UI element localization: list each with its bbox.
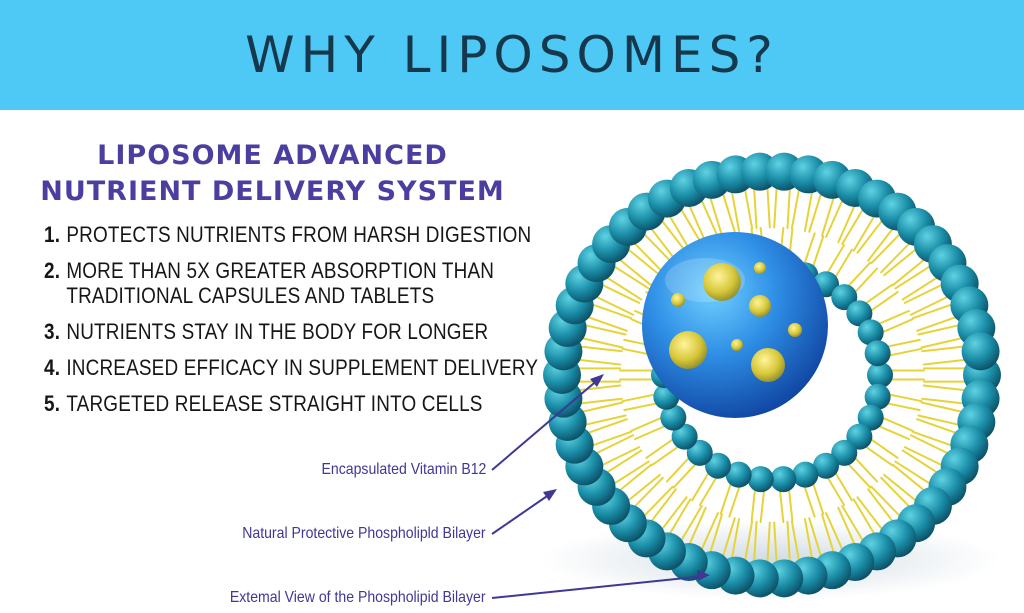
subtitle-line-1: LIPOSOME ADVANCED bbox=[97, 140, 448, 171]
benefit-item-1: 1. PROTECTS NUTRIENTS FROM HARSH DIGESTI… bbox=[44, 222, 543, 247]
benefit-item-3: 3. NUTRIENTS STAY IN THE BODY FOR LONGER bbox=[44, 319, 543, 344]
phospholipid-head bbox=[961, 332, 1000, 371]
phospholipid-head bbox=[846, 300, 873, 327]
benefit-number: 3. bbox=[44, 319, 61, 344]
vitamin-dot bbox=[754, 262, 766, 274]
arrow-vitamin bbox=[491, 377, 601, 471]
benefit-text: PROTECTS NUTRIENTS FROM HARSH DIGESTION bbox=[66, 222, 532, 247]
phospholipid-head bbox=[792, 461, 819, 488]
arrow-external bbox=[491, 575, 706, 599]
benefit-text: TARGETED RELEASE STRAIGHT INTO CELLS bbox=[66, 391, 483, 416]
phospholipid-head bbox=[864, 340, 891, 367]
vitamin-dot bbox=[669, 331, 707, 369]
benefit-item-4: 4. INCREASED EFFICACY IN SUPPLEMENT DELI… bbox=[44, 355, 543, 380]
phospholipid-head bbox=[831, 439, 858, 466]
benefit-text-line-2: TRADITIONAL CAPSULES AND TABLETS bbox=[66, 283, 435, 308]
page-title: WHY LIPOSOMES? bbox=[245, 26, 779, 84]
vitamin-dot bbox=[731, 339, 743, 351]
arrowhead-external bbox=[697, 570, 710, 581]
arrow-bilayer bbox=[491, 491, 554, 535]
benefit-list: 1. PROTECTS NUTRIENTS FROM HARSH DIGESTI… bbox=[44, 222, 544, 427]
vitamin-dot bbox=[749, 295, 771, 317]
vitamin-dot bbox=[703, 263, 741, 301]
phospholipid-head bbox=[686, 439, 713, 466]
vitamin-dot bbox=[788, 323, 802, 337]
phospholipid-head bbox=[705, 452, 731, 479]
benefit-text: MORE THAN 5X GREATER ABSORPTION THAN TRA… bbox=[66, 258, 494, 308]
benefit-item-5: 5. TARGETED RELEASE STRAIGHT INTO CELLS bbox=[44, 391, 543, 416]
subtitle: LIPOSOME ADVANCED NUTRIENT DELIVERY SYST… bbox=[20, 138, 525, 210]
benefit-text: NUTRIENTS STAY IN THE BODY FOR LONGER bbox=[66, 319, 489, 344]
benefit-text-line-1: MORE THAN 5X GREATER ABSORPTION THAN bbox=[66, 258, 495, 283]
vitamin-dot bbox=[671, 293, 685, 307]
label-protective-bilayer: Natural Protective Phospholipld Bilayer bbox=[242, 525, 486, 542]
benefit-number: 2. bbox=[44, 258, 61, 283]
vitamin-dot bbox=[751, 348, 785, 382]
benefit-number: 1. bbox=[44, 222, 61, 247]
benefit-text: INCREASED EFFICACY IN SUPPLEMENT DELIVER… bbox=[66, 355, 539, 380]
phospholipid-head bbox=[846, 423, 873, 450]
phospholipid-head bbox=[857, 319, 884, 346]
phospholipid-head bbox=[857, 404, 884, 431]
phospholipid-head bbox=[747, 466, 774, 493]
vitamin-core bbox=[642, 232, 828, 418]
phospholipid-head bbox=[864, 383, 891, 410]
benefit-number: 4. bbox=[44, 355, 61, 380]
phospholipid-head bbox=[725, 461, 752, 488]
phospholipid-head bbox=[831, 284, 858, 311]
arrowhead-vitamin bbox=[590, 374, 604, 387]
label-encapsulated-vitamin: Encapsulated Vitamin B12 bbox=[321, 461, 486, 478]
phospholipid-head bbox=[770, 466, 797, 493]
benefit-number: 5. bbox=[44, 391, 61, 416]
phospholipid-head bbox=[867, 362, 893, 388]
phospholipid-head bbox=[671, 423, 698, 450]
subtitle-line-2: NUTRIENT DELIVERY SYSTEM bbox=[40, 176, 505, 207]
phospholipid-head bbox=[660, 404, 687, 431]
label-external-view: Extemal View of the Phospholipid Bilayer bbox=[230, 589, 486, 606]
arrowhead-bilayer bbox=[543, 489, 557, 501]
header-banner: WHY LIPOSOMES? bbox=[0, 0, 1024, 110]
phospholipid-head bbox=[813, 452, 839, 479]
benefit-item-2: 2. MORE THAN 5X GREATER ABSORPTION THAN … bbox=[44, 258, 543, 308]
